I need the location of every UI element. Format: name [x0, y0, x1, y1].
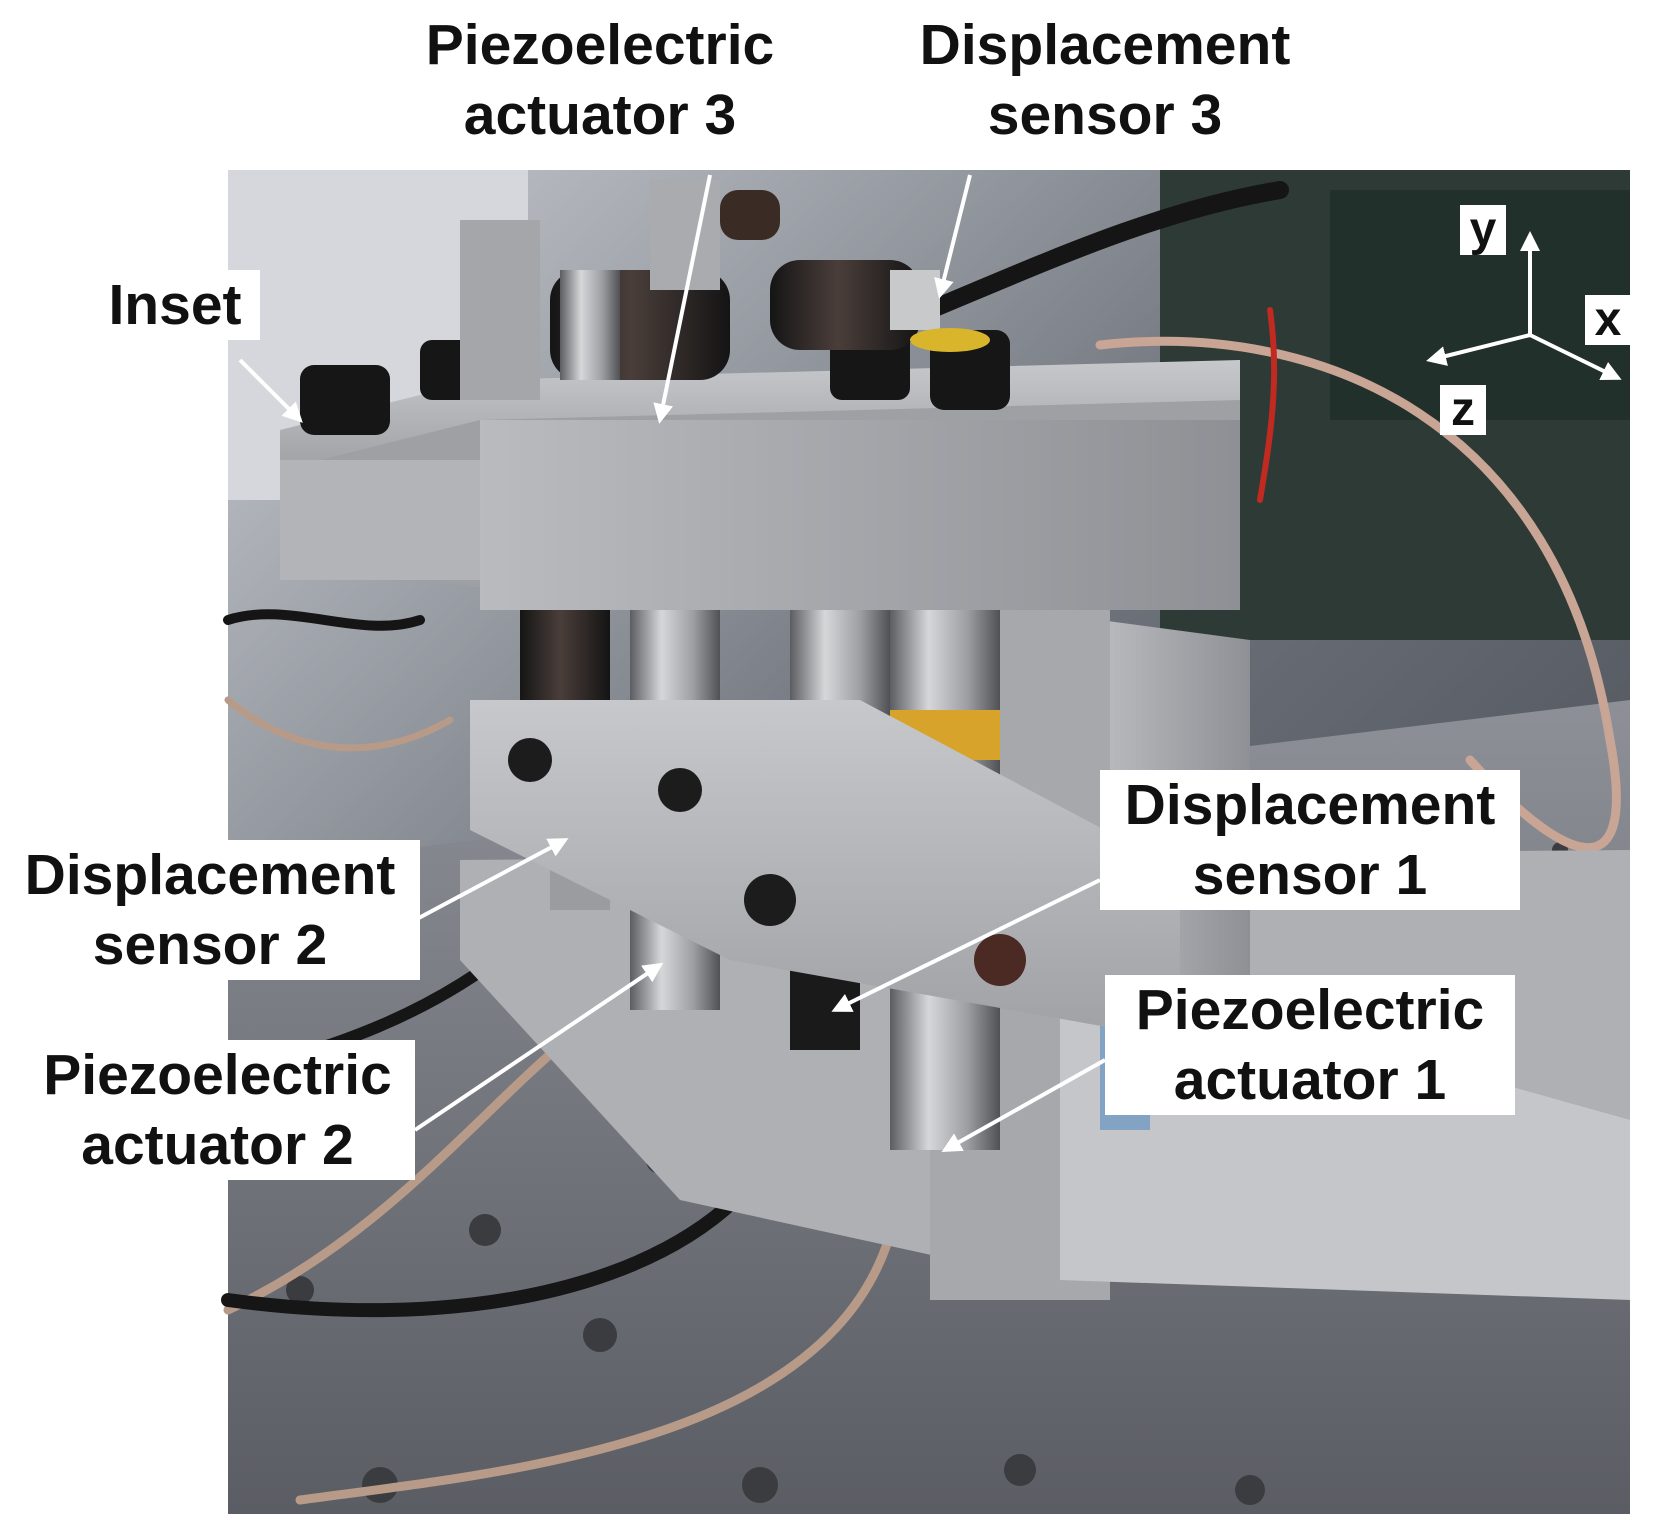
label-line: actuator 2 [81, 1113, 354, 1177]
label-line: actuator 3 [463, 83, 737, 147]
arrow-piezo-actuator-2 [413, 962, 664, 1132]
z-axis-arrow [1426, 333, 1531, 366]
label-line: Piezoelectric [43, 1043, 392, 1107]
arrow-displacement-sensor-3 [934, 174, 972, 299]
label-piezoelectric-actuator-1: Piezoelectric actuator 1 [1105, 975, 1515, 1115]
label-line: Piezoelectric [425, 13, 775, 77]
label-line: Displacement [919, 13, 1291, 77]
label-displacement-sensor-3: Displacement sensor 3 [900, 10, 1310, 150]
label-displacement-sensor-1: Displacement sensor 1 [1100, 770, 1520, 910]
label-piezoelectric-actuator-3: Piezoelectric actuator 3 [410, 10, 790, 150]
label-line: actuator 1 [1173, 1048, 1447, 1112]
label-line: Piezoelectric [1135, 978, 1485, 1042]
arrow-piezo-actuator-3 [653, 174, 712, 424]
label-line: Displacement [24, 843, 396, 907]
label-displacement-sensor-2: Displacement sensor 2 [0, 840, 420, 980]
x-axis-arrow [1529, 333, 1622, 380]
arrow-piezo-actuator-1 [941, 1058, 1106, 1152]
arrow-displacement-sensor-1 [831, 878, 1101, 1012]
arrow-displacement-sensor-2 [414, 838, 569, 922]
label-line: sensor 1 [1192, 843, 1428, 907]
label-line: Displacement [1124, 773, 1496, 837]
label-line: sensor 2 [92, 913, 328, 977]
label-piezoelectric-actuator-2: Piezoelectric actuator 2 [20, 1040, 415, 1180]
top-plate [280, 180, 1240, 610]
arrow-inset [238, 358, 303, 423]
coordinate-axes [1426, 231, 1622, 380]
label-line: sensor 3 [987, 83, 1223, 147]
axis-label-x: x [1585, 295, 1631, 345]
label-inset: Inset [90, 270, 260, 340]
label-line: Inset [108, 273, 242, 337]
axis-label-z: z [1440, 385, 1486, 435]
clamp-bar [470, 700, 1180, 1040]
axis-label-y: y [1460, 205, 1506, 255]
pointer-arrows [238, 174, 1106, 1152]
